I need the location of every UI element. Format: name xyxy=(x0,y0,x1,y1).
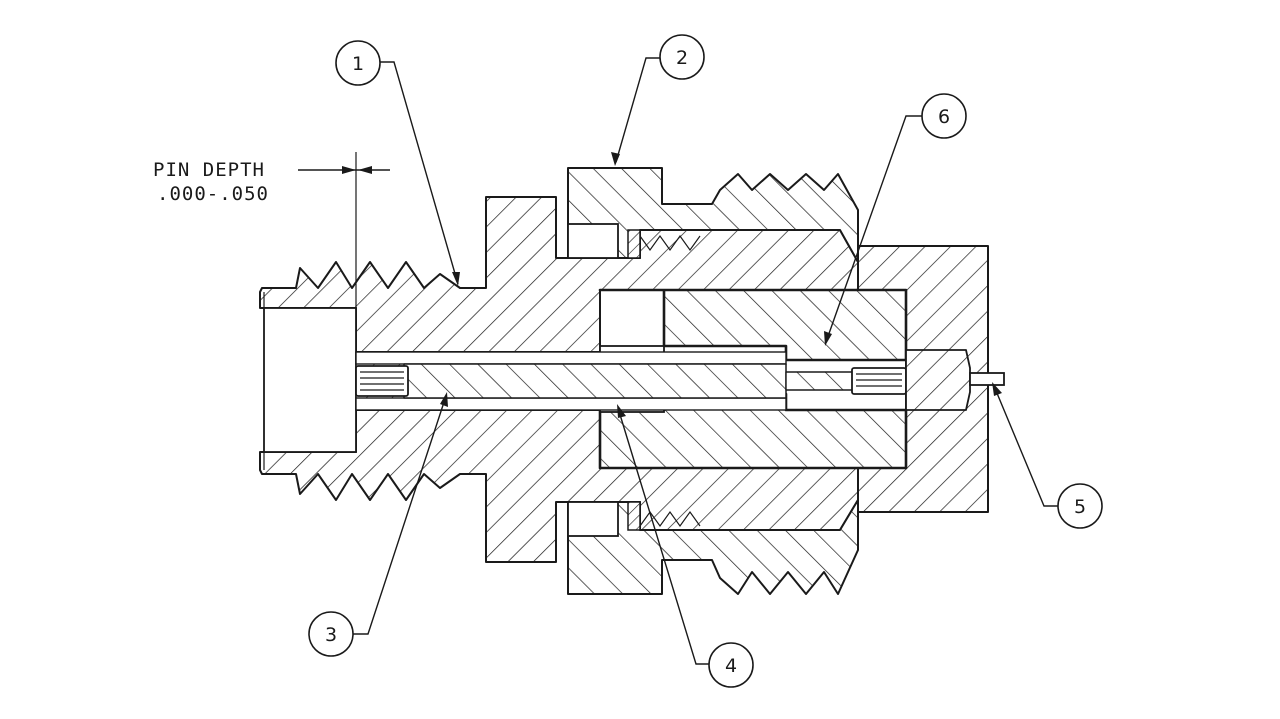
svg-text:5: 5 xyxy=(1074,496,1086,518)
callout-1: 1 xyxy=(335,40,381,86)
pin-depth-label: PIN DEPTH xyxy=(153,159,265,181)
pin-depth-dimension xyxy=(298,166,390,174)
center-contact xyxy=(355,351,907,411)
input-bore xyxy=(263,307,357,453)
svg-text:2: 2 xyxy=(676,47,688,69)
callout-4: 4 xyxy=(708,642,754,688)
leader-line-5 xyxy=(993,385,1058,507)
leader-line-1 xyxy=(380,61,459,285)
svg-text:3: 3 xyxy=(325,624,337,646)
rear-pin-assembly xyxy=(905,349,1005,411)
callout-6: 6 xyxy=(921,93,967,139)
leader-line-3 xyxy=(352,395,447,635)
pin-depth-value: .000-.050 xyxy=(157,183,269,205)
callout-2: 2 xyxy=(659,34,705,80)
svg-text:4: 4 xyxy=(725,655,737,677)
callout-3: 3 xyxy=(308,611,354,657)
leader-line-2 xyxy=(615,57,660,163)
connector-body-upper xyxy=(259,196,859,353)
leader-line-4 xyxy=(617,407,710,665)
callout-5: 5 xyxy=(1057,483,1103,529)
svg-text:6: 6 xyxy=(938,106,950,128)
coupling-nut-lower xyxy=(567,499,859,595)
leader-line-6 xyxy=(825,115,922,343)
svg-text:1: 1 xyxy=(352,53,364,75)
coupling-nut-upper xyxy=(567,167,859,263)
